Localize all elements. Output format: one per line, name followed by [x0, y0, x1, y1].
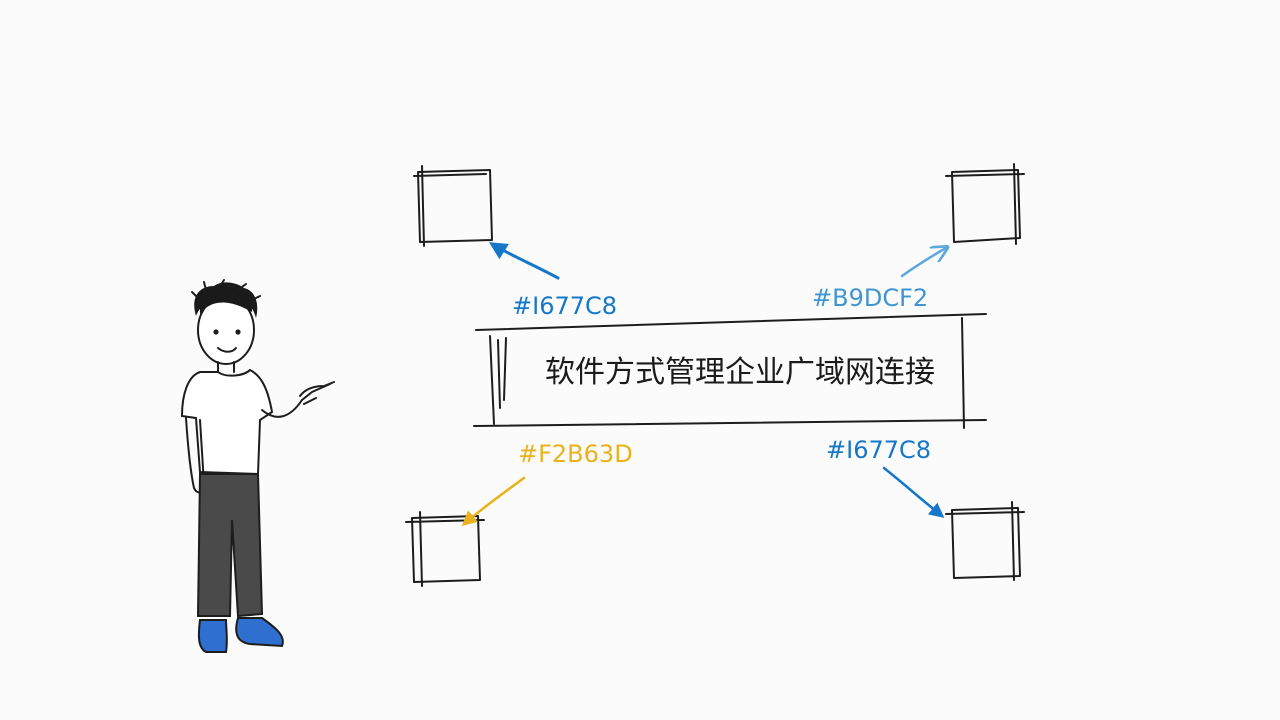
box-bottom-right — [945, 501, 1025, 581]
arrow-top-left — [488, 242, 560, 280]
label-bottom-right: #I677C8 — [826, 436, 931, 464]
diagram-title: 软件方式管理企业广域网连接 — [545, 355, 935, 390]
box-bottom-left — [405, 511, 485, 587]
box-top-right — [945, 163, 1025, 245]
arrow-top-right — [900, 248, 946, 278]
arrow-bottom-left — [461, 476, 526, 526]
box-top-left — [413, 165, 493, 247]
title-box: 软件方式管理企业广域网连接 — [473, 313, 987, 429]
arrow-bottom-right — [882, 466, 945, 518]
presenter-person-pointing-icon — [180, 279, 335, 653]
label-bottom-left: #F2B63D — [518, 440, 633, 468]
label-top-left: #I677C8 — [512, 292, 617, 320]
label-top-right: #B9DCF2 — [812, 284, 928, 312]
